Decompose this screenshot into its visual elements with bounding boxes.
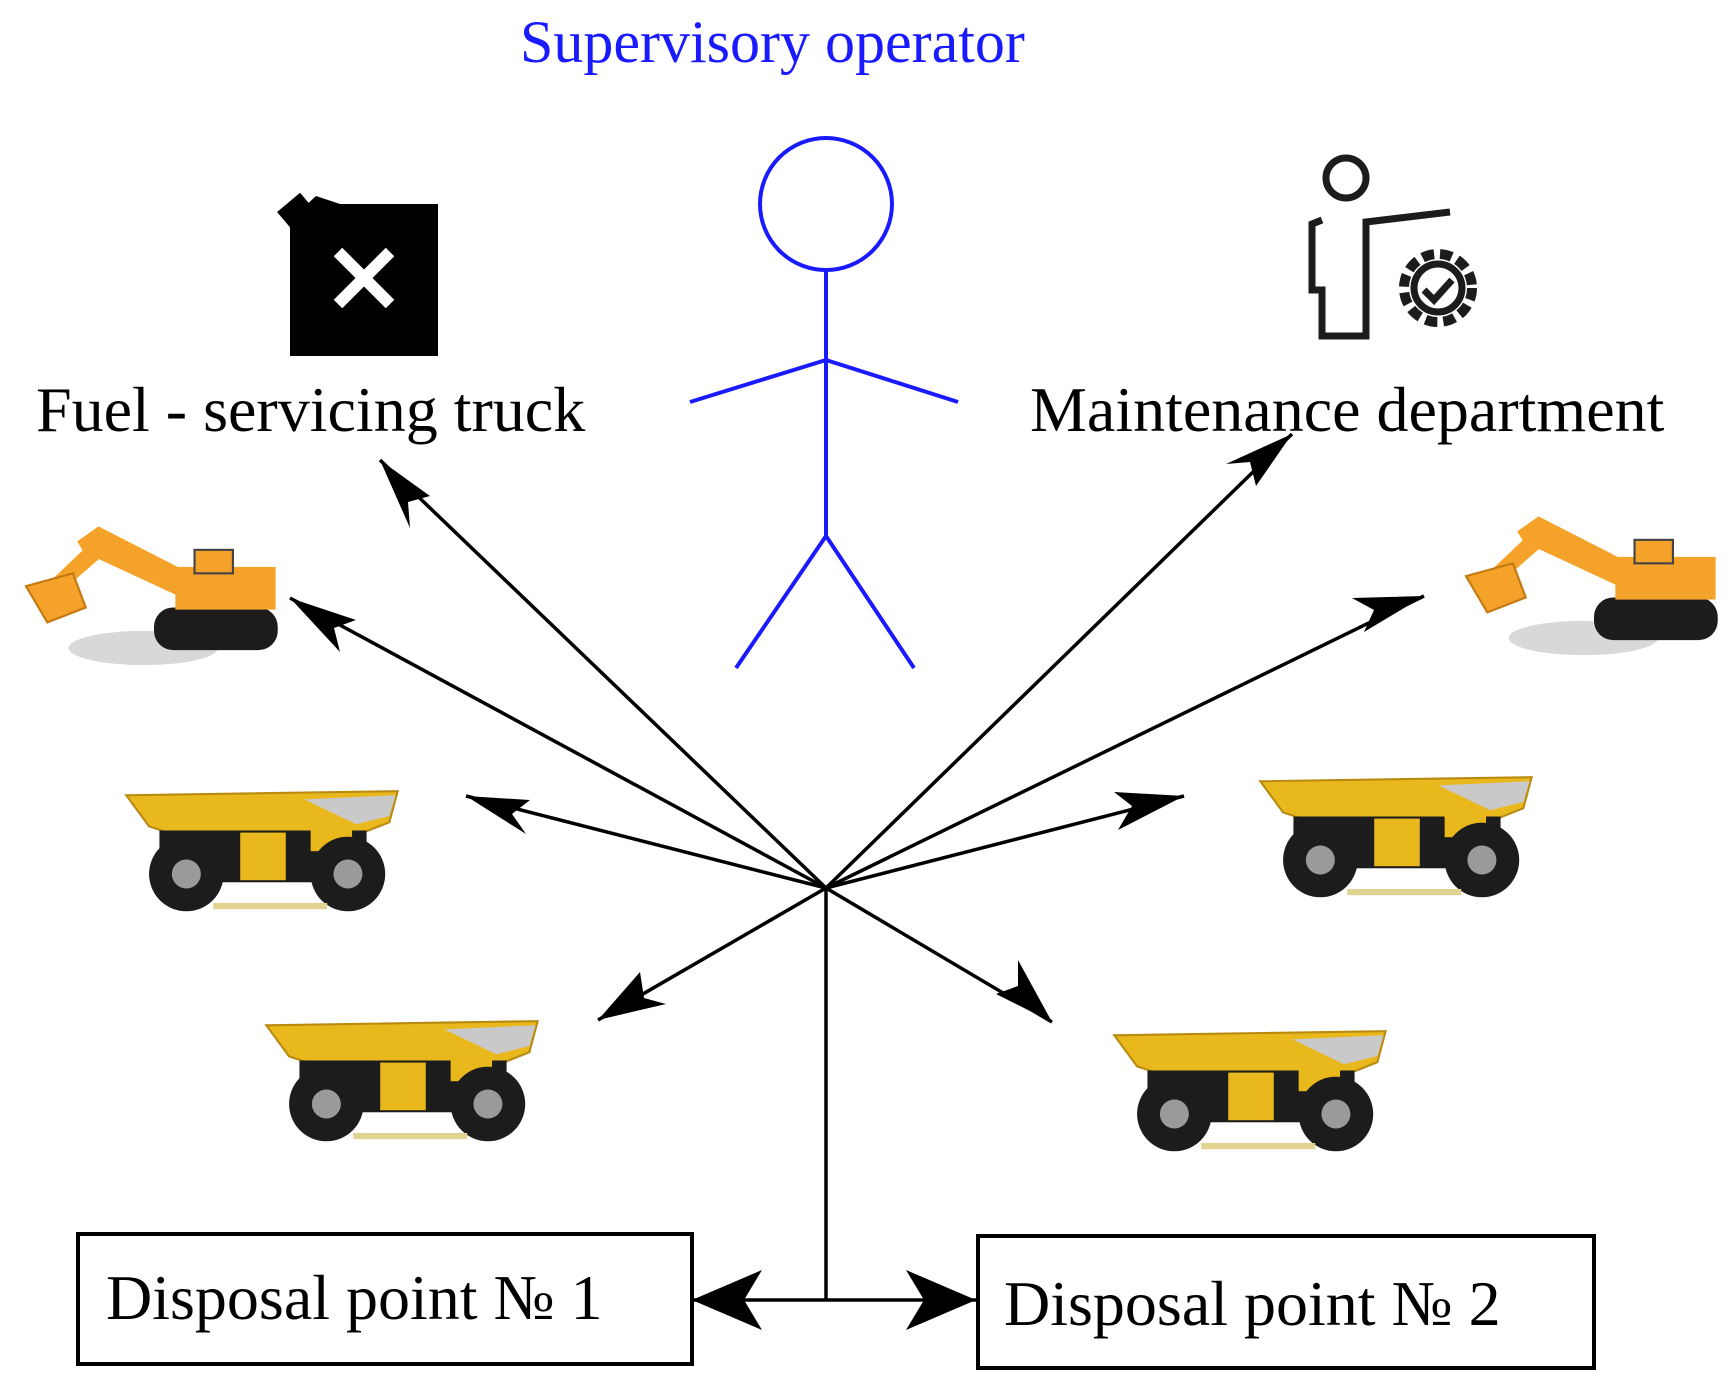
operator-arm-left bbox=[689, 358, 827, 404]
maintenance-label: Maintenance department bbox=[1030, 374, 1665, 445]
disposal-point-1-box: Disposal point № 1 bbox=[76, 1232, 694, 1366]
connector-lines bbox=[289, 432, 1425, 1302]
operator-leg-left bbox=[734, 534, 828, 670]
excavator-icon bbox=[24, 525, 279, 667]
excavator-icon bbox=[1464, 515, 1719, 657]
fuel-can-cross-icon bbox=[277, 192, 438, 356]
arrowheads bbox=[290, 434, 1424, 1330]
dump-truck-icon bbox=[125, 790, 399, 913]
arrowhead-truck-right-2 bbox=[996, 960, 1052, 1022]
arrowhead-disposal-2 bbox=[906, 1270, 976, 1330]
arrow-to-excavator-right bbox=[825, 594, 1425, 890]
arrowhead-excavator-left bbox=[290, 598, 356, 652]
operator-figure bbox=[689, 136, 959, 670]
arrow-to-maintenance bbox=[824, 432, 1294, 890]
disposal-point-1-label: Disposal point № 1 bbox=[106, 1262, 603, 1333]
dump-truck-icon bbox=[265, 1020, 539, 1143]
dump-truck-icon bbox=[1259, 776, 1533, 899]
arrow-to-truck-right-1 bbox=[825, 794, 1185, 890]
arrowhead-truck-right-1 bbox=[1114, 792, 1184, 830]
arrow-to-fuel bbox=[378, 458, 828, 890]
arrowhead-fuel bbox=[380, 460, 430, 528]
arrow-to-excavator-left bbox=[289, 596, 827, 890]
operator-arm-right bbox=[825, 358, 959, 404]
arrowhead-truck-left-1 bbox=[466, 796, 530, 834]
disposal-point-2-box: Disposal point № 2 bbox=[976, 1234, 1596, 1370]
operator-head bbox=[758, 136, 894, 272]
arrow-to-truck-left-1 bbox=[465, 794, 827, 890]
fuel-truck-label: Fuel - servicing truck bbox=[36, 374, 586, 445]
arrowhead-excavator-right bbox=[1352, 596, 1424, 632]
person-gear-check-icon bbox=[1308, 154, 1477, 340]
dump-truck-icon bbox=[1113, 1030, 1387, 1153]
disposal-point-2-label: Disposal point № 2 bbox=[1004, 1268, 1501, 1339]
arrowhead-maintenance bbox=[1226, 434, 1292, 486]
operator-leg-right bbox=[824, 534, 916, 670]
arrowhead-disposal-1 bbox=[692, 1270, 762, 1330]
arrowhead-truck-left-2 bbox=[598, 972, 666, 1020]
operator-title: Supervisory operator bbox=[520, 9, 1025, 75]
